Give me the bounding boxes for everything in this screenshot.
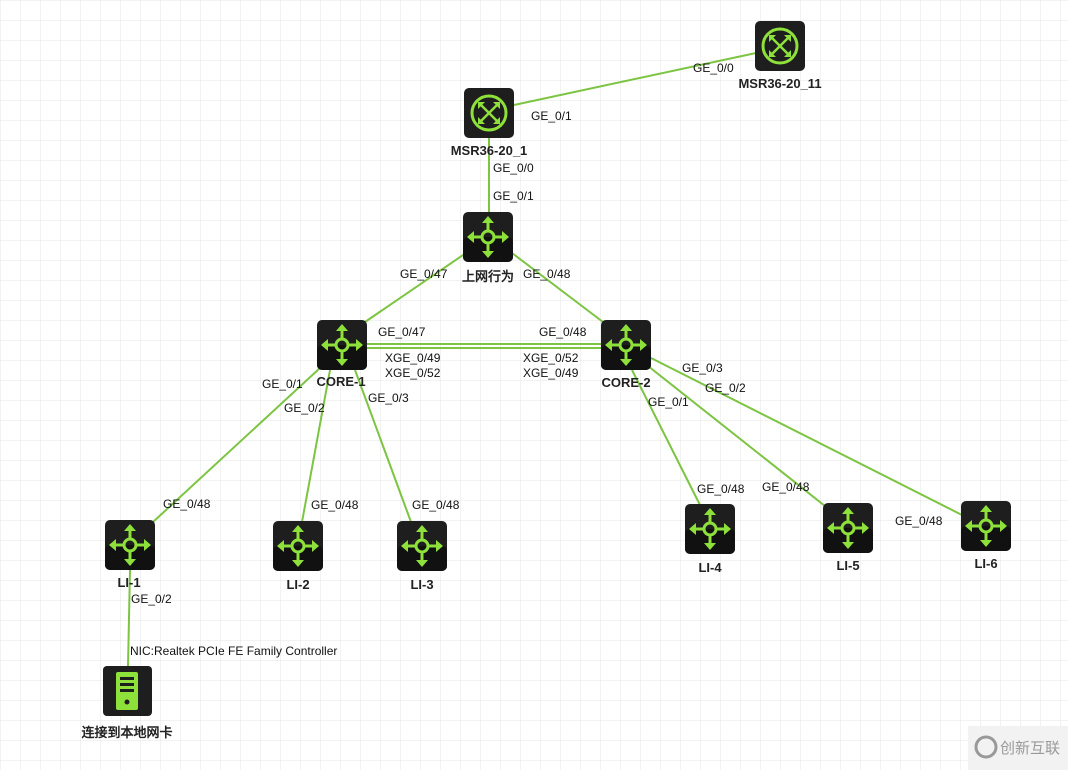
node-core2[interactable]: CORE-2	[599, 318, 653, 390]
port-label: GE_0/48	[895, 514, 943, 528]
node-li1[interactable]: LI-1	[103, 518, 157, 590]
node-li2[interactable]: LI-2	[271, 519, 325, 592]
port-label: GE_0/1	[493, 189, 534, 203]
router-icon	[753, 19, 807, 73]
node-pc[interactable]: 连接到本地网卡	[81, 666, 173, 740]
port-labels: GE_0/0 GE_0/1 GE_0/0 GE_0/1 GE_0/47 GE_0…	[130, 61, 943, 658]
link-msr1-msr11[interactable]	[513, 52, 757, 106]
switch-icon	[959, 499, 1013, 553]
port-label: GE_0/48	[523, 267, 571, 281]
port-label: GE_0/3	[682, 361, 723, 375]
node-li5[interactable]: LI-5	[821, 501, 875, 573]
link-gw-core2[interactable]	[511, 252, 604, 323]
link-core1-li1[interactable]	[152, 367, 321, 523]
node-li3[interactable]: LI-3	[395, 519, 449, 592]
switch-icon	[683, 502, 737, 556]
port-label: GE_0/48	[762, 480, 810, 494]
link-core2-li6[interactable]	[650, 357, 963, 516]
switch-icon	[461, 210, 515, 264]
port-label: GE_0/1	[262, 377, 303, 391]
port-label: GE_0/0	[693, 61, 734, 75]
port-label: XGE_0/49	[523, 366, 579, 380]
link-gw-core1[interactable]	[364, 252, 467, 323]
watermark-text: 创新互联	[1000, 740, 1060, 757]
link-core2-li4[interactable]	[631, 369, 701, 506]
port-label: GE_0/3	[368, 391, 409, 405]
node-label: MSR36-20_11	[738, 76, 821, 91]
port-label: GE_0/48	[697, 482, 745, 496]
port-label: XGE_0/52	[385, 366, 441, 380]
node-label: 连接到本地网卡	[81, 725, 172, 740]
port-label: GE_0/48	[163, 497, 211, 511]
node-label: LI-4	[698, 560, 722, 575]
node-label: LI-2	[286, 577, 309, 592]
node-label: LI-1	[117, 575, 140, 590]
node-label: CORE-2	[601, 375, 650, 390]
node-label: LI-5	[836, 558, 859, 573]
node-label: 上网行为	[462, 269, 514, 284]
port-label: XGE_0/52	[523, 351, 579, 365]
port-label: GE_0/2	[284, 401, 325, 415]
node-core1[interactable]: CORE-1	[315, 318, 369, 389]
port-label: GE_0/48	[311, 498, 359, 512]
port-label: GE_0/47	[378, 325, 426, 339]
port-label: GE_0/2	[705, 381, 746, 395]
link-core2-li5[interactable]	[647, 365, 831, 511]
link-core1-li3[interactable]	[354, 369, 412, 523]
port-label: NIC:Realtek PCIe FE Family Controller	[130, 644, 337, 658]
switch-icon	[103, 518, 157, 572]
port-label: GE_0/0	[493, 161, 534, 175]
node-gw[interactable]: 上网行为	[461, 210, 515, 284]
node-label: LI-6	[974, 556, 997, 571]
switch-icon	[599, 318, 653, 372]
port-label: XGE_0/49	[385, 351, 441, 365]
switch-icon	[395, 519, 449, 573]
node-label: CORE-1	[316, 374, 365, 389]
switch-icon	[271, 519, 325, 573]
port-label: GE_0/1	[531, 109, 572, 123]
node-msr11[interactable]: MSR36-20_11	[738, 19, 822, 91]
node-li4[interactable]: LI-4	[683, 502, 737, 575]
port-label: GE_0/2	[131, 592, 172, 606]
port-label: GE_0/1	[648, 395, 689, 409]
watermark-logo-icon	[974, 735, 998, 759]
host-icon	[103, 666, 152, 716]
port-label: GE_0/47	[400, 267, 448, 281]
node-msr1[interactable]: MSR36-20_1	[451, 86, 528, 158]
link-li1-pc[interactable]	[127, 569, 131, 667]
port-label: GE_0/48	[539, 325, 587, 339]
switch-icon	[315, 318, 369, 372]
switch-icon	[821, 501, 875, 555]
node-label: MSR36-20_1	[451, 143, 528, 158]
watermark: 创新互联	[968, 726, 1068, 770]
port-label: GE_0/48	[412, 498, 460, 512]
links	[127, 52, 963, 667]
node-li6[interactable]: LI-6	[959, 499, 1013, 571]
router-icon	[462, 86, 516, 140]
link-core1-li2[interactable]	[301, 369, 331, 523]
node-label: LI-3	[410, 577, 433, 592]
